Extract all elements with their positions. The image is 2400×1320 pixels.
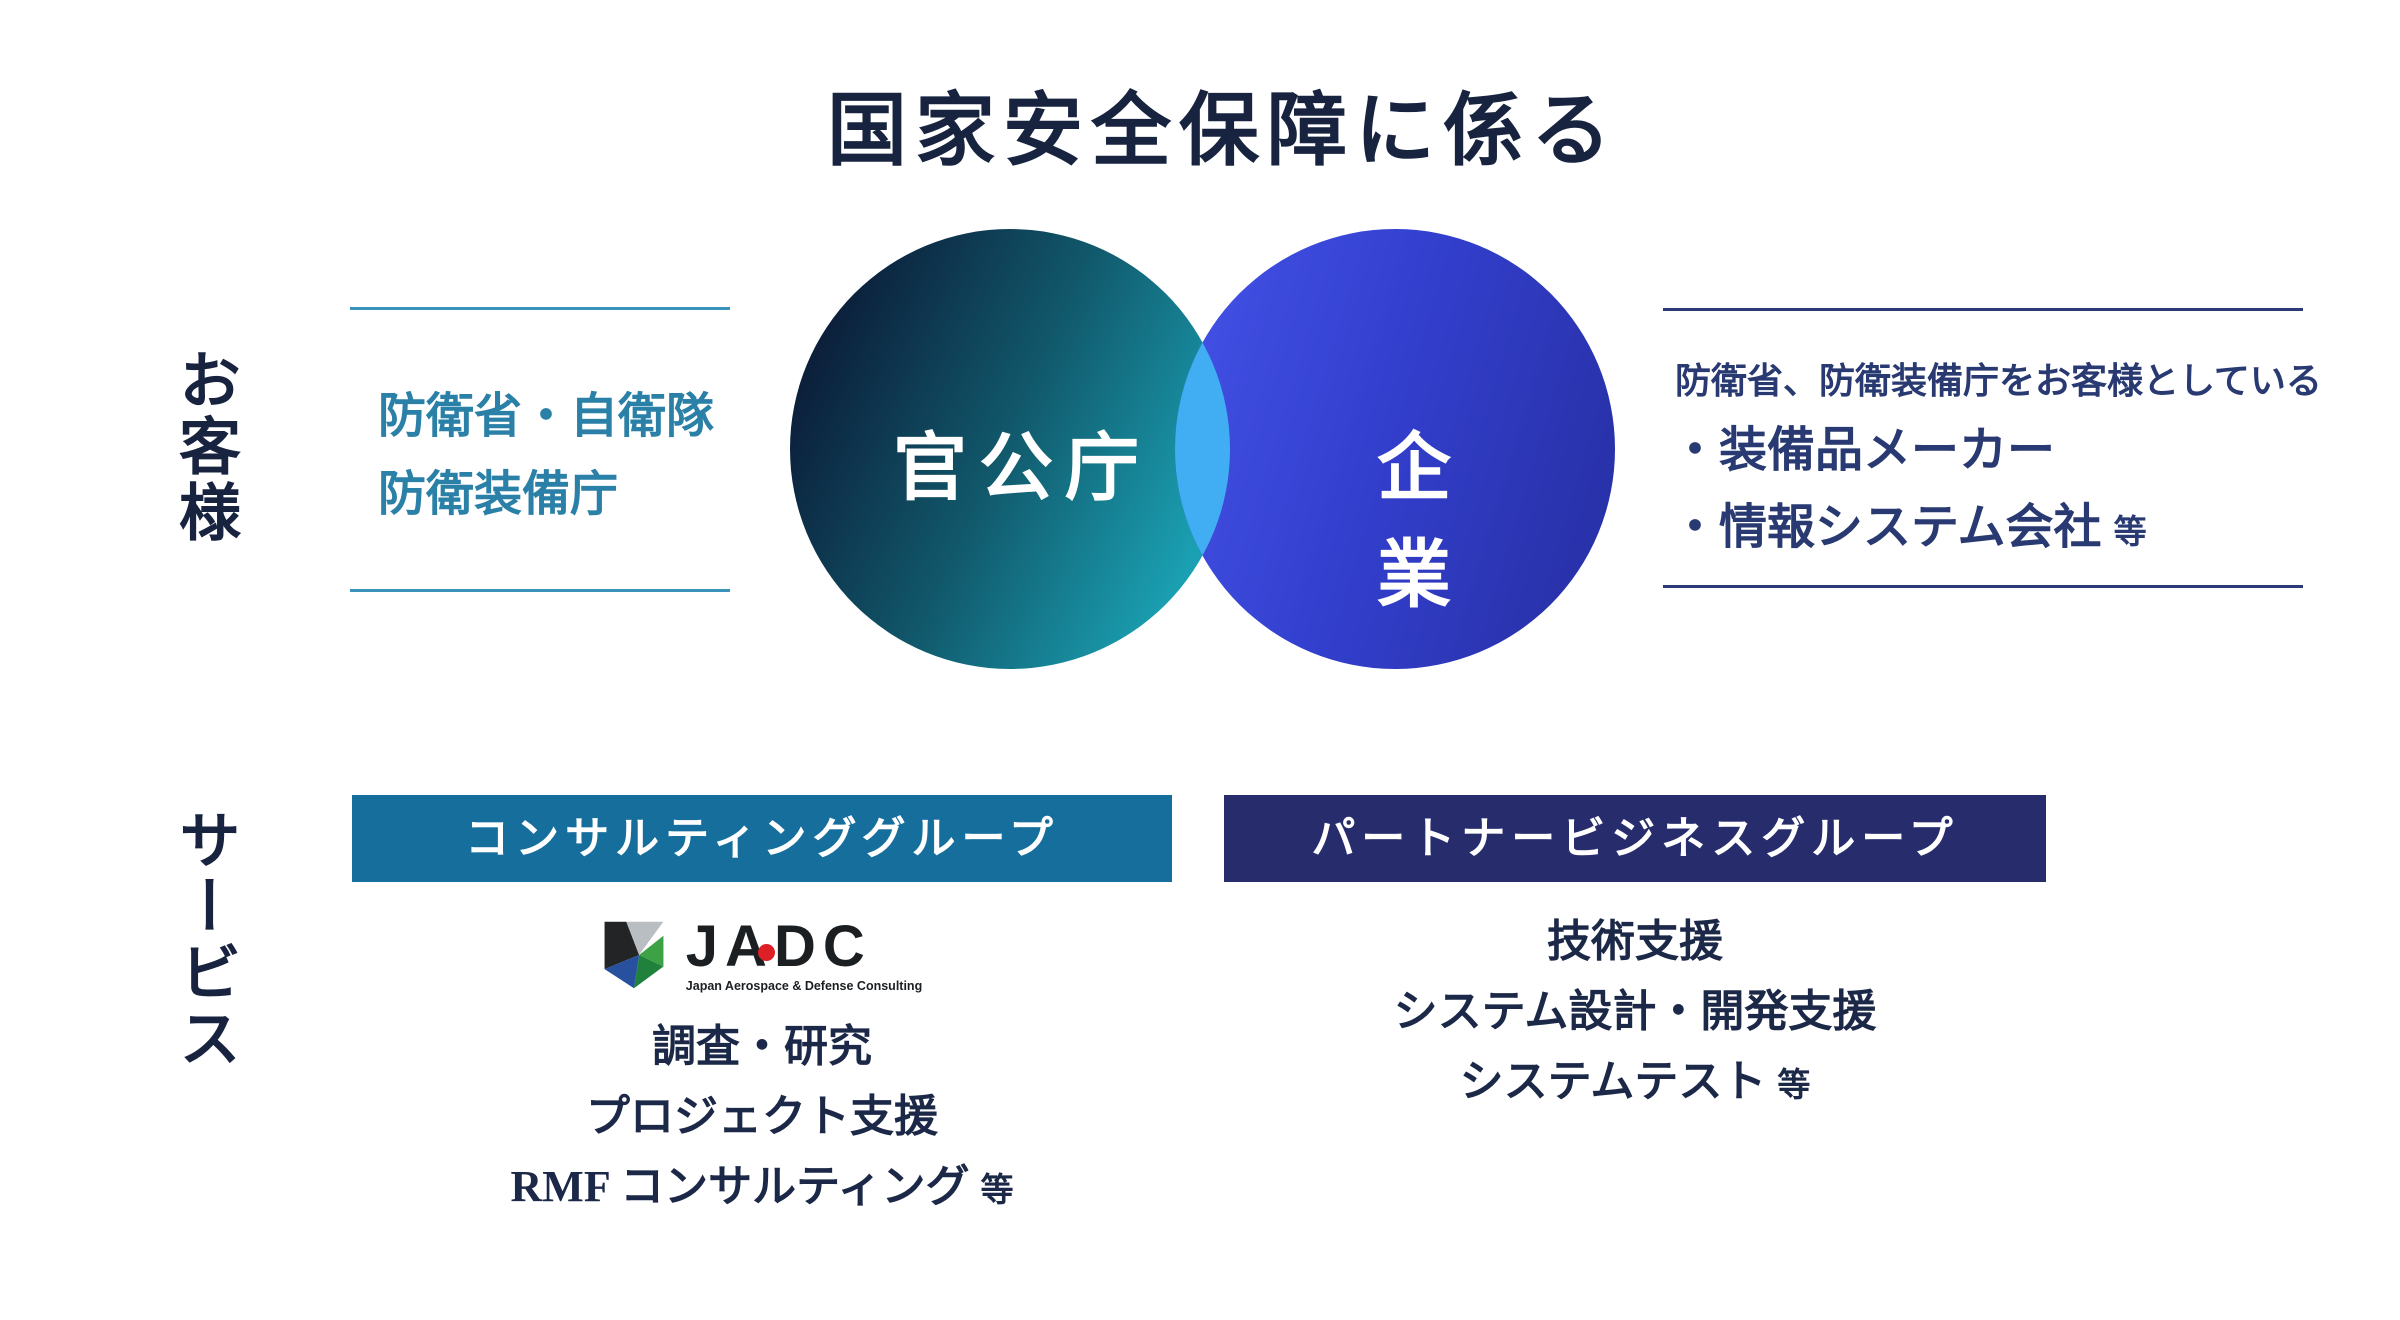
list-item: 技術支援	[1547, 917, 1723, 966]
left-note-top-rule	[350, 307, 730, 310]
right-note-heading: 防衛省、防衛装備庁をお客様としている	[1675, 361, 2322, 401]
left-note-line1: 防衛省・自衛隊	[378, 390, 715, 443]
page-title: 国家安全保障に係る	[827, 88, 1619, 176]
company-circle	[1175, 229, 1615, 669]
consulting-group-header: コンサルティンググループ	[352, 795, 1172, 882]
partner-services-list: 技術支援 システム設計・開発支援 システムテスト 等	[1224, 907, 2046, 1121]
jadc-wordmark: JADC	[685, 913, 922, 979]
right-note-bottom-rule	[1663, 585, 2303, 588]
government-circle	[790, 229, 1230, 669]
consulting-services-list: 調査・研究 プロジェクト支援 RMF コンサルティング 等	[352, 1012, 1172, 1226]
left-customer-note: 防衛省・自衛隊 防衛装備庁	[378, 378, 738, 534]
list-item: システムテスト 等	[1459, 1057, 1811, 1106]
list-item: プロジェクト支援	[586, 1092, 938, 1141]
left-note-line2: 防衛装備庁	[378, 468, 619, 521]
list-item: 調査・研究	[652, 1022, 872, 1071]
jadc-logo: JADC Japan Aerospace & Defense Consultin…	[352, 910, 1172, 1000]
company-circle-label: 企業	[1377, 428, 1489, 617]
partner-items-suffix: 等	[1777, 1068, 1811, 1104]
list-item: システム設計・開発支援	[1393, 987, 1877, 1036]
government-circle-label: 官公庁	[893, 428, 1151, 510]
right-note-bullet2-suffix: 等	[2113, 515, 2147, 551]
consulting-items-suffix: 等	[980, 1173, 1014, 1209]
right-note-bullet1: ・装備品メーカー	[1671, 424, 2056, 477]
row-label-customers: お客様	[169, 348, 237, 546]
venn-diagram	[790, 229, 1615, 669]
jadc-red-dot-icon	[757, 943, 775, 961]
jadc-tagline: Japan Aerospace & Defense Consulting	[685, 978, 923, 993]
list-item: RMF コンサルティング 等	[510, 1162, 1014, 1211]
partner-group-header: パートナービジネスグループ	[1224, 795, 2046, 882]
left-note-bottom-rule	[350, 589, 730, 592]
jadc-shield-icon	[604, 921, 664, 989]
right-note-bullet2: ・情報システム会社 等	[1671, 501, 2147, 554]
row-label-services: サービス	[169, 808, 237, 1072]
jadc-wordmark-block: JADC Japan Aerospace & Defense Consultin…	[685, 913, 923, 993]
right-note-top-rule	[1663, 308, 2303, 311]
jadc-wordmark-text: JADC	[685, 913, 872, 979]
